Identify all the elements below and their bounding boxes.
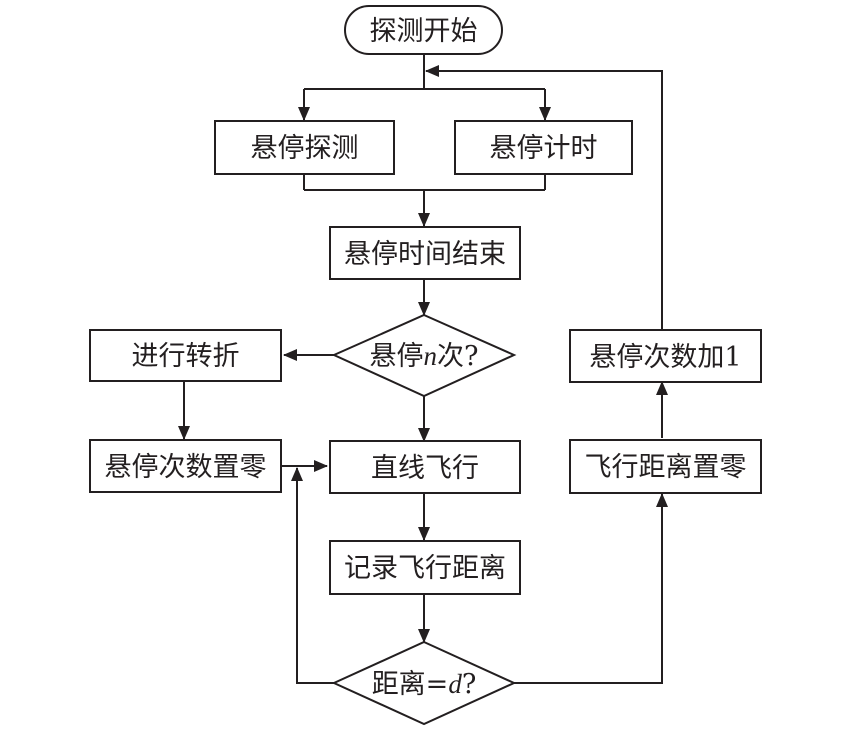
record-distance-node: 记录飞行距离 [329,540,521,595]
connectors [178,54,668,684]
fly-straight-label: 直线飞行 [371,453,479,484]
hover-detect-label: 悬停探测 [251,133,359,164]
hover-end-node: 悬停时间结束 [329,226,521,280]
count-plus-node: 悬停次数加1 [569,329,762,383]
record-distance-label: 记录飞行距离 [344,553,506,584]
decision-distance-prefix: 距离= [372,669,449,700]
decision-distance-suffix: ? [462,669,476,700]
count-plus-label: 悬停次数加1 [589,342,741,373]
arrow-to-reset-distance [514,493,668,684]
hover-timing-node: 悬停计时 [454,120,633,175]
arrow-loop-back-to-fly [291,467,334,684]
decision-hover-variable: n [424,341,438,371]
decision-distance-label: 距离=d? [372,669,477,700]
reset-count-label: 悬停次数置零 [105,452,267,483]
hover-end-label: 悬停时间结束 [344,239,506,270]
reset-distance-node: 飞行距离置零 [569,439,762,494]
start-label: 探测开始 [370,16,478,47]
decision-distance-variable: d [448,669,462,699]
hover-detect-node: 悬停探测 [214,120,395,175]
hover-timing-label: 悬停计时 [490,133,598,164]
decision-hover-suffix: 次? [437,341,478,372]
arrow-loop-back-to-start [425,65,663,330]
reset-count-node: 悬停次数置零 [89,439,282,493]
turn-label: 进行转折 [132,341,240,372]
decision-hover-label: 悬停n次? [370,341,479,372]
decision-distance-node: 距离=d? [331,640,517,726]
start-node: 探测开始 [344,5,503,55]
reset-distance-label: 飞行距离置零 [585,452,747,483]
fly-straight-node: 直线飞行 [329,440,521,494]
decision-hover-prefix: 悬停 [370,341,424,372]
decision-hover-node: 悬停n次? [331,313,517,398]
turn-node: 进行转折 [89,329,282,382]
